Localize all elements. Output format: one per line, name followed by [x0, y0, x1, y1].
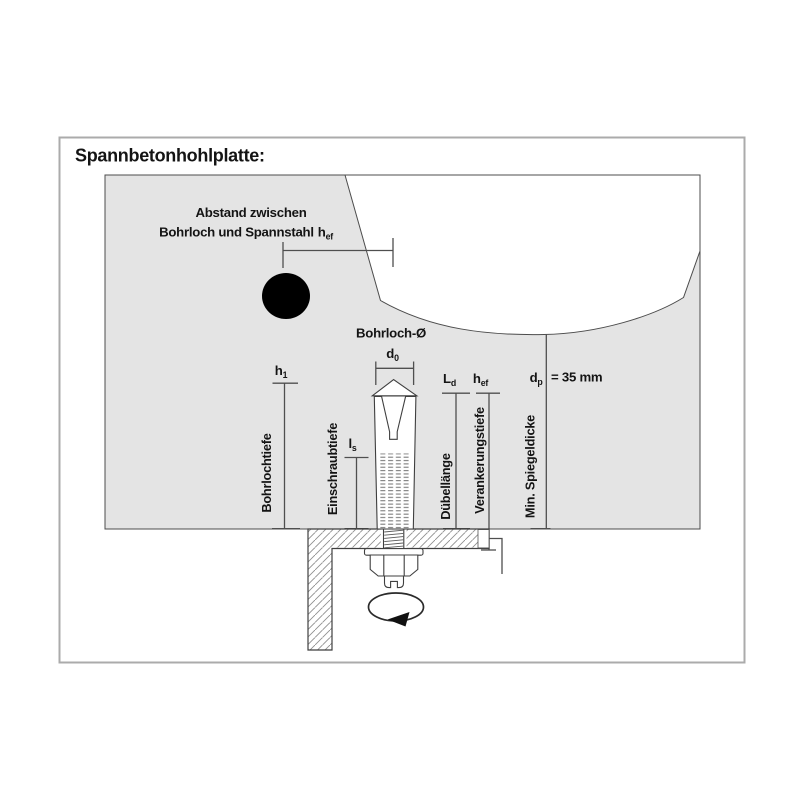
washer — [363, 548, 424, 556]
fixture — [307, 528, 490, 651]
dim-d0 — [375, 361, 415, 385]
dim-h1-label: h1 — [275, 363, 288, 380]
dim-ls-label: ls — [348, 436, 356, 453]
label-verankerungstiefe: Verankerungstiefe — [472, 407, 487, 514]
annotation-subscript: ef — [326, 232, 334, 242]
ld-symbol: L — [443, 371, 451, 386]
dim-ld-label: Ld — [443, 371, 456, 388]
ls-symbol: l — [348, 436, 351, 451]
fixture-end-notch — [477, 529, 490, 549]
anchor — [370, 378, 419, 530]
anchor-slot — [381, 396, 407, 440]
annotation-symbol: h — [318, 225, 326, 240]
dim-dp-label: dp — [530, 370, 544, 387]
hollow-core-void — [344, 174, 701, 336]
annotation-line2-text: Bohrloch und Spannstahl — [159, 225, 314, 240]
ld-subscript: d — [451, 378, 456, 388]
d0-symbol: d — [386, 346, 394, 361]
anchor-knurl — [378, 453, 410, 529]
rotation-arrowhead-icon — [387, 612, 410, 627]
hex-nut — [369, 554, 419, 577]
annotation-line1: Abstand zwischen — [195, 205, 306, 220]
dim-abstand — [282, 238, 394, 268]
h1-symbol: h — [275, 363, 283, 378]
rod-thread-lines — [384, 529, 404, 549]
hef-symbol: h — [473, 371, 481, 386]
label-einschraubtiefe: Einschraubtiefe — [325, 423, 340, 515]
dim-d0-label: d0 — [386, 346, 399, 363]
rotation-arrow — [367, 592, 425, 627]
h1-subscript: 1 — [283, 370, 288, 380]
label-duebellaenge: Dübellänge — [438, 453, 453, 520]
hef-subscript: ef — [481, 378, 489, 388]
rod-tip — [383, 575, 405, 589]
dim-hef — [476, 392, 503, 574]
page-title: Spannbetonhohlplatte: — [75, 146, 265, 166]
label-spiegeldicke: Min. Spiegeldicke — [523, 415, 538, 518]
d0-subscript: 0 — [394, 353, 399, 363]
dim-dp-value: = 35 mm — [551, 370, 602, 385]
ls-subscript: s — [352, 443, 357, 453]
drill-hole-label: Bohrloch-Ø — [356, 326, 426, 341]
dim-hef-hook — [489, 537, 503, 574]
annotation-line2: Bohrloch und Spannstahl hef — [159, 225, 333, 242]
anchor-cone-tip — [370, 378, 419, 397]
dim-dp — [530, 334, 551, 530]
fixture-outline — [307, 528, 490, 651]
dp-symbol: d — [530, 370, 538, 385]
nut-outline — [369, 554, 419, 577]
label-bohrlochtiefe: Bohrlochtiefe — [259, 433, 274, 512]
spannstahl-dot — [262, 273, 310, 319]
dim-hef-label: hef — [473, 371, 488, 388]
dp-subscript: p — [537, 377, 543, 387]
dim-h1 — [272, 382, 300, 530]
